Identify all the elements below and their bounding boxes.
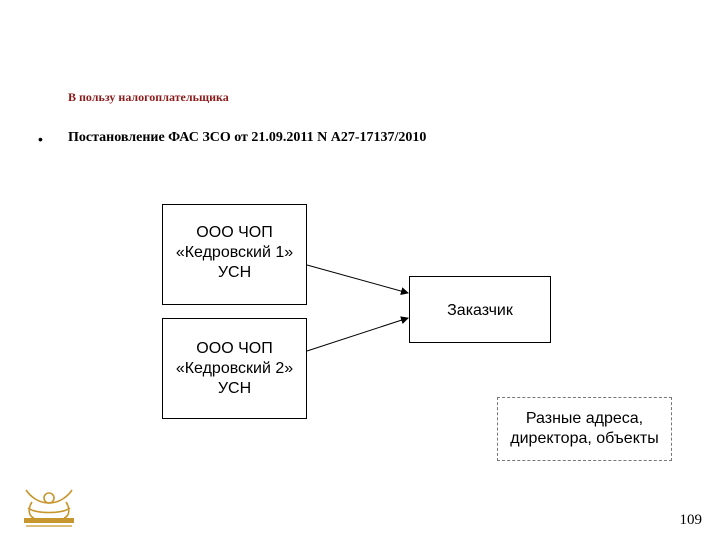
customer-box: Заказчик [409,276,551,343]
company-box-2: ООО ЧОП «Кедровский 2» УСН [162,318,307,419]
arrow-box2-to-customer [306,316,409,352]
box2-line-3: УСН [217,380,252,397]
box2-line-1: ООО ЧОП [196,340,273,357]
box2-line-2: «Кедровский 2» [175,360,294,377]
page-number: 109 [679,512,703,528]
company-box-1: ООО ЧОП «Кедровский 1» УСН [162,204,307,305]
bullet-marker: • [38,131,43,147]
slide-header: В пользу налогоплательщика [68,90,229,104]
note-line-2: директора, объекты [510,430,659,447]
customer-label: Заказчик [447,302,513,319]
box1-line-1: ООО ЧОП [196,224,273,241]
box1-line-3: УСН [217,264,252,281]
box1-line-2: «Кедровский 1» [175,244,294,261]
note-line-1: Разные адреса, [525,410,644,427]
company-logo-icon [24,489,74,527]
bullet-text: Постановление ФАС ЗСО от 21.09.2011 N А2… [68,130,427,145]
arrow-box1-to-customer [306,264,409,295]
note-box: Разные адреса, директора, объекты [497,397,672,461]
